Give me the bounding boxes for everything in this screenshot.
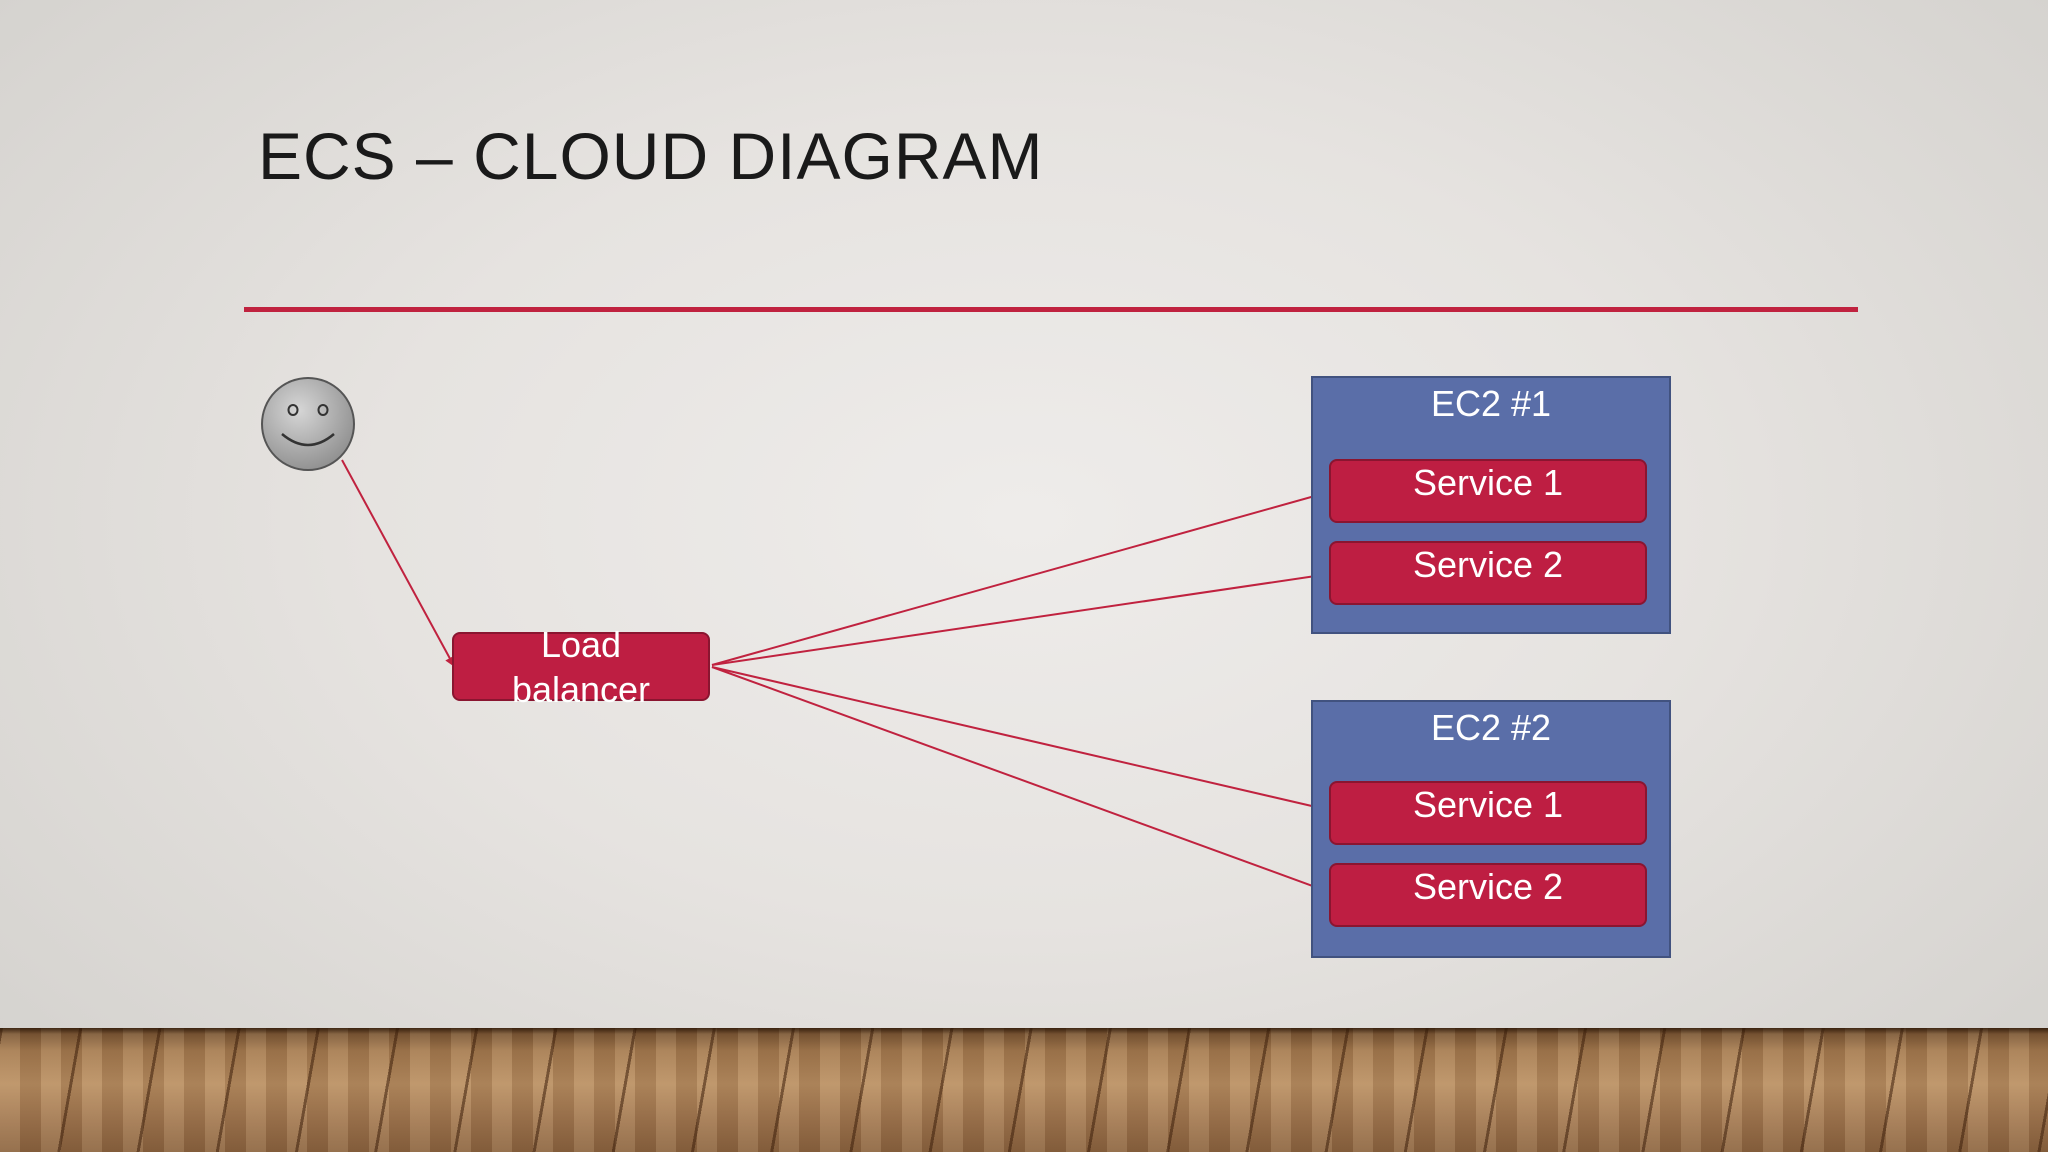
arrow-lb-to-ec2-1-service-2 (711, 570, 1330, 666)
load-balancer-box: Load balancer (452, 624, 710, 710)
ec2-instance-2: EC2 #2 Service 1 Service 2 (1311, 700, 1671, 958)
arrow-lb-to-ec2-1-service-1 (711, 489, 1330, 666)
service-box: Service 2 (1329, 541, 1647, 605)
ec2-instance-label: EC2 #1 (1430, 383, 1552, 424)
load-balancer-label-line1: Load (540, 623, 622, 665)
wood-floor-background (0, 1028, 2048, 1152)
ec2-instance-1: EC2 #1 Service 1 Service 2 (1311, 376, 1671, 634)
arrow-lb-to-ec2-2-service-1 (711, 666, 1330, 813)
service-box: Service 1 (1329, 781, 1647, 845)
arrow-user-to-load-balancer (341, 459, 455, 667)
slide-title: ECS – CLOUD DIAGRAM (258, 119, 1044, 193)
title-divider (244, 307, 1858, 312)
ec2-instance-label: EC2 #2 (1430, 707, 1552, 748)
load-balancer-label-line2: balancer (511, 668, 651, 710)
service-box: Service 1 (1329, 459, 1647, 523)
smiley-face-icon (261, 377, 355, 471)
service-box: Service 2 (1329, 863, 1647, 927)
arrow-lb-to-ec2-2-service-2 (711, 666, 1330, 894)
